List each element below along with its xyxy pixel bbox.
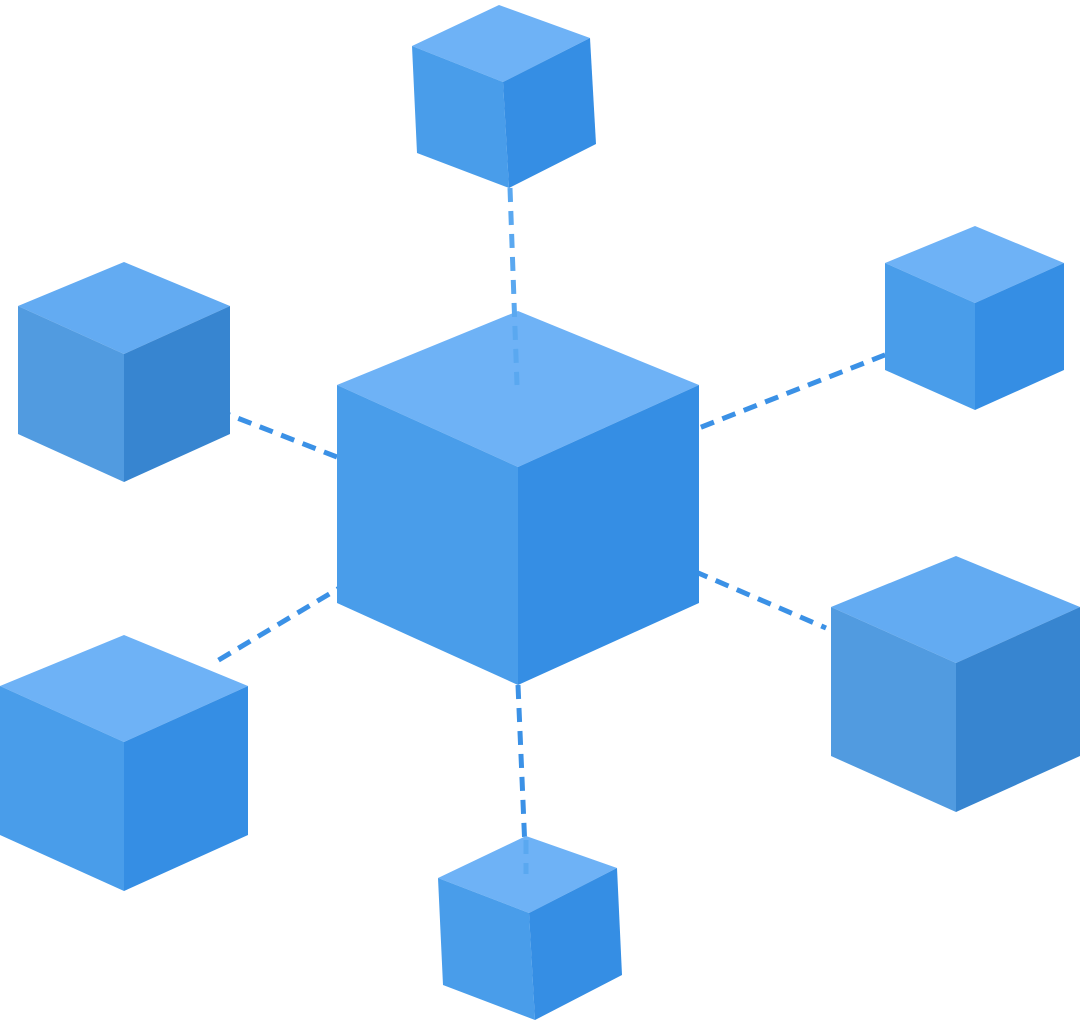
cube-top-face [438,836,617,913]
cube-top-face [0,635,248,742]
cube-left-face [438,878,535,1020]
cube-node-lower-left [0,635,248,891]
cube-node-lower-right [831,556,1080,812]
cube-right-face [124,306,230,482]
cube-left-face [337,385,518,685]
cube-top-face [18,262,230,354]
cube-top-face [885,226,1064,303]
cube-left-face [412,46,509,188]
cube-right-face [503,38,596,188]
cube-right-face [975,263,1064,410]
cube-node-hub [337,311,699,685]
cube-top-face [337,311,699,467]
cube-right-face [518,385,699,685]
link-hub-to-lower-left [210,532,430,667]
link-hub-to-lower-right [609,532,827,631]
cube-left-face [18,306,124,482]
cube-node-bottom [438,836,622,1020]
cube-node-upper-right [885,226,1064,410]
cube-right-face [529,868,622,1020]
cube-left-face [0,686,124,891]
cube-right-face [124,686,248,891]
cube-node-top [412,5,596,188]
cube-left-face [831,607,956,812]
link-hub-to-bottom [515,684,529,873]
cube-right-face [956,607,1080,812]
cube-left-face [885,263,975,410]
link-hub-to-upper-right [698,335,929,431]
cube-top-face [412,5,590,82]
cube-node-upper-left [18,262,230,482]
link-hub-to-top [507,187,520,386]
cube-top-face [831,556,1080,663]
